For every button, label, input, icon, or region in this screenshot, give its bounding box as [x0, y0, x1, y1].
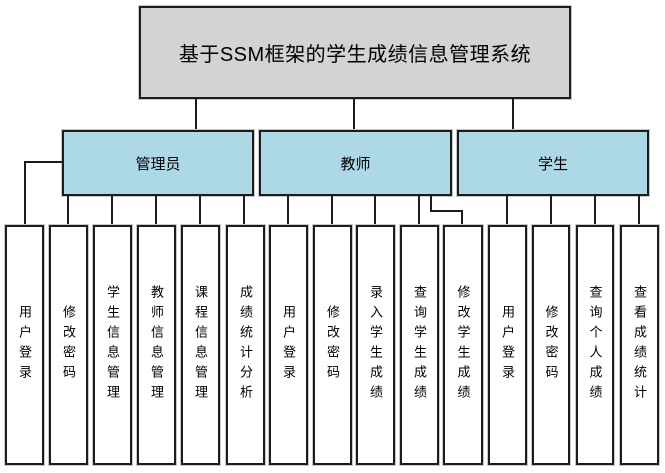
leaf-label: 用户登录 — [500, 305, 515, 385]
connector-student-leaf4 — [638, 196, 640, 225]
leaf-node-teacher-user-login: 用户登录 — [269, 225, 308, 465]
leaf-label: 查询个人成绩 — [587, 285, 603, 405]
leaf-label: 课程信息管理 — [193, 285, 208, 405]
group-node-teacher: 教师 — [259, 130, 452, 196]
connector-root-admin — [195, 99, 197, 130]
leaf-node-teacher-change-password: 修改密码 — [313, 225, 352, 465]
leaf-node-student-query-personal-scores: 查询个人成绩 — [576, 225, 614, 465]
connector-admin-leaf6 — [243, 196, 245, 225]
leaf-label: 录入学生成绩 — [368, 285, 383, 405]
leaf-label: 修改学生成绩 — [455, 285, 471, 405]
connector-admin-user-login-v — [24, 161, 26, 225]
leaf-label: 用户登录 — [281, 305, 296, 385]
leaf-node-teacher-query-student-scores: 查询学生成绩 — [400, 225, 439, 465]
connector-teacher-leaf5-h — [430, 210, 463, 212]
root-node: 基于SSM框架的学生成绩信息管理系统 — [139, 6, 571, 99]
connector-admin-leaf2 — [67, 196, 69, 225]
leaf-label: 教师信息管理 — [149, 285, 164, 405]
connector-teacher-leaf5-v1 — [430, 196, 432, 212]
connector-student-leaf1 — [506, 196, 508, 225]
leaf-node-admin-teacher-info-mgmt: 教师信息管理 — [137, 225, 176, 465]
connector-teacher-leaf2 — [331, 196, 333, 225]
leaf-label: 修改密码 — [543, 305, 559, 385]
group-label-student: 学生 — [537, 155, 568, 173]
leaf-node-admin-user-login: 用户登录 — [5, 225, 44, 465]
leaf-node-student-user-login: 用户登录 — [488, 225, 527, 465]
leaf-node-student-view-score-stats: 查看成绩统计 — [620, 225, 659, 465]
leaf-node-teacher-modify-student-scores: 修改学生成绩 — [443, 225, 483, 465]
group-node-student: 学生 — [457, 130, 649, 196]
group-label-admin: 管理员 — [135, 155, 181, 173]
leaf-label: 查询学生成绩 — [412, 285, 427, 405]
group-label-teacher: 教师 — [340, 155, 371, 173]
leaf-node-student-change-password: 修改密码 — [532, 225, 570, 465]
connector-admin-leaf3 — [111, 196, 113, 225]
connector-admin-leaf4 — [155, 196, 157, 225]
connector-teacher-leaf5-v2 — [461, 210, 463, 225]
group-node-admin: 管理员 — [62, 130, 254, 196]
leaf-node-admin-change-password: 修改密码 — [49, 225, 88, 465]
leaf-label: 修改密码 — [61, 305, 76, 385]
connector-teacher-leaf4 — [418, 196, 420, 225]
leaf-label: 查看成绩统计 — [632, 285, 647, 405]
leaf-node-admin-course-info-mgmt: 课程信息管理 — [181, 225, 220, 465]
connector-admin-leaf5 — [199, 196, 201, 225]
leaf-node-admin-score-stats-analysis: 成绩统计分析 — [226, 225, 265, 465]
connector-teacher-leaf1 — [287, 196, 289, 225]
leaf-node-teacher-enter-student-scores: 录入学生成绩 — [356, 225, 395, 465]
connector-root-teacher — [353, 99, 355, 130]
leaf-node-admin-student-info-mgmt: 学生信息管理 — [93, 225, 132, 465]
connector-teacher-leaf3 — [374, 196, 376, 225]
leaf-label: 成绩统计分析 — [238, 285, 253, 405]
root-title: 基于SSM框架的学生成绩信息管理系统 — [178, 44, 532, 66]
connector-root-student — [512, 99, 514, 130]
connector-admin-user-login-h — [24, 161, 64, 163]
connector-student-leaf2 — [550, 196, 552, 225]
leaf-label: 用户登录 — [17, 305, 32, 385]
connector-student-leaf3 — [594, 196, 596, 225]
leaf-label: 学生信息管理 — [105, 285, 120, 405]
leaf-label: 修改密码 — [325, 305, 340, 385]
